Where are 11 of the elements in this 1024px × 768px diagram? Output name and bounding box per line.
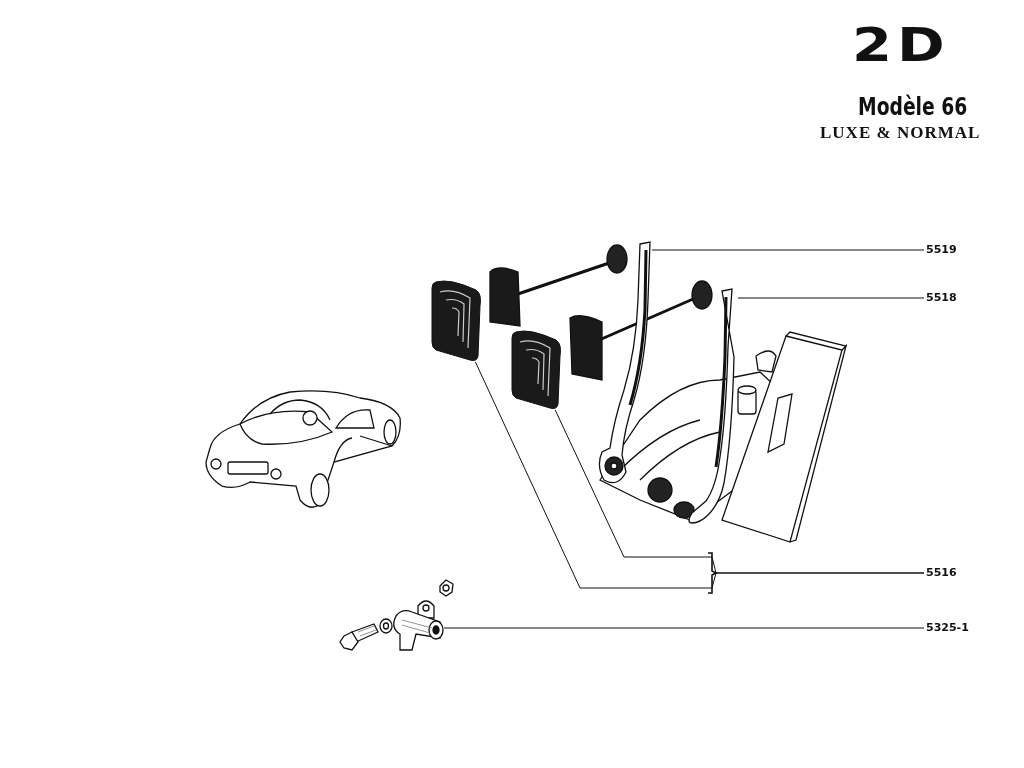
part-number: 5516 [926,566,958,580]
part-number: 5325-1 [926,621,970,635]
subtitle: Modèle 66 [858,94,968,121]
leader-line [737,297,925,299]
leader-line [443,627,925,629]
part-number: 5519 [926,243,958,257]
subtitle: LUXE & NORMAL [820,124,981,143]
leader-line [554,409,925,574]
part-number: 5518 [926,291,958,305]
leader-line [651,249,925,251]
page-title: 2D [852,22,950,68]
